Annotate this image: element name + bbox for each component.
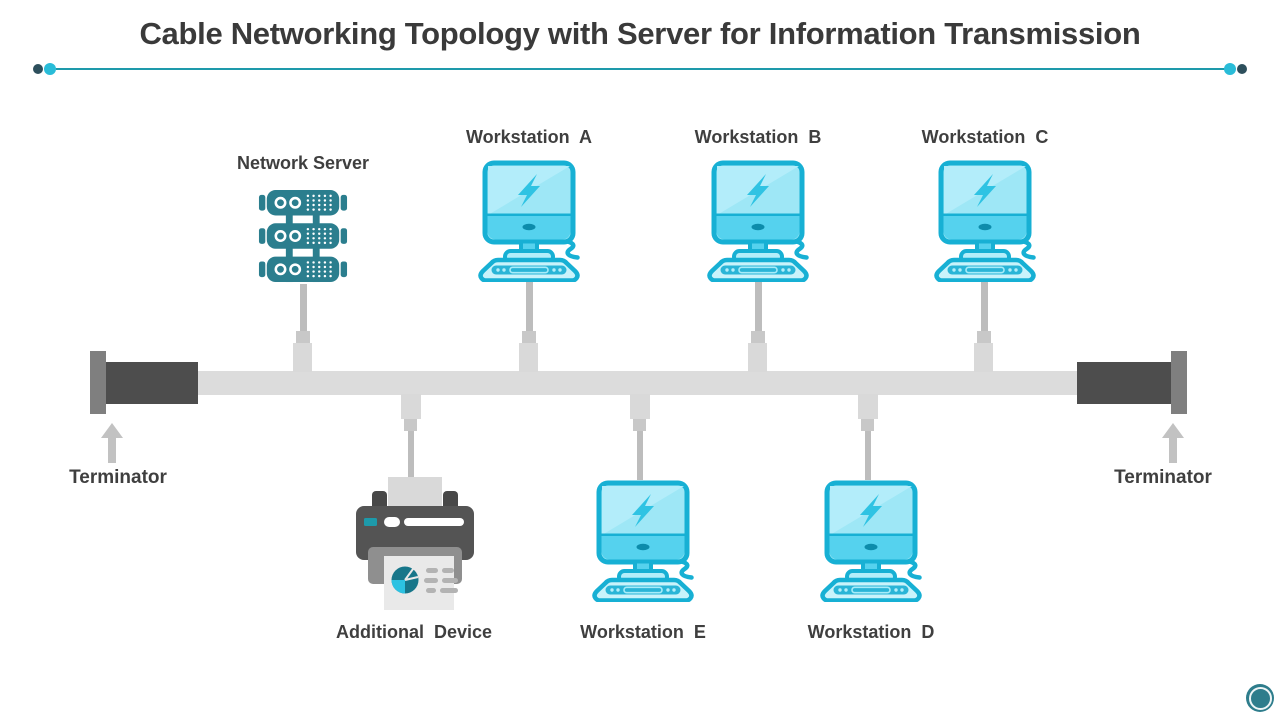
arrow-up-icon-right <box>1162 423 1184 438</box>
cable <box>300 284 307 332</box>
terminator-left-connector <box>101 362 198 404</box>
cable-connector <box>404 419 417 431</box>
cable-stub <box>630 394 650 419</box>
cable <box>755 280 762 332</box>
cable-connector <box>977 331 991 343</box>
divider-line <box>56 68 1228 70</box>
terminator-right-label: Terminator <box>1114 467 1212 488</box>
corner-badge-ring <box>1248 686 1272 710</box>
corner-badge <box>1246 684 1274 712</box>
cable-connector <box>522 331 536 343</box>
arrow-stem-left <box>108 437 116 463</box>
node-label: Additional Device <box>335 622 493 642</box>
cable-connector <box>861 419 874 431</box>
node-label: Workstation A <box>465 127 593 147</box>
divider-dot-cyan-right <box>1224 63 1236 75</box>
server-icon <box>258 190 348 283</box>
printer-icon <box>356 477 474 610</box>
cable-stub <box>858 394 878 419</box>
cable-connector <box>296 331 310 343</box>
cable-plug <box>748 343 767 372</box>
divider-dot-cyan-left <box>44 63 56 75</box>
node-label: Network Server <box>236 153 370 173</box>
terminator-left-cap <box>90 351 106 414</box>
cable-plug <box>974 343 993 372</box>
cable <box>526 280 533 332</box>
arrow-up-icon-left <box>101 423 123 438</box>
terminator-left-label: Terminator <box>69 467 167 488</box>
cable-plug <box>293 343 312 372</box>
cable <box>408 431 414 478</box>
cable <box>865 431 871 480</box>
cable-stub <box>401 394 421 419</box>
divider-dot-dark-right <box>1237 64 1247 74</box>
workstation-icon <box>590 480 696 602</box>
workstation-icon <box>818 480 924 602</box>
cable <box>637 431 643 480</box>
workstation-icon <box>476 160 582 282</box>
cable-connector <box>633 419 646 431</box>
arrow-stem-right <box>1169 437 1177 463</box>
terminator-right-connector <box>1077 362 1174 404</box>
page-title: Cable Networking Topology with Server fo… <box>139 16 1141 51</box>
node-label: Workstation D <box>807 622 935 642</box>
workstation-icon <box>705 160 811 282</box>
workstation-icon <box>932 160 1038 282</box>
node-label: Workstation C <box>921 127 1049 147</box>
bus-cable <box>130 371 1150 395</box>
node-label: Workstation B <box>694 127 822 147</box>
cable-plug <box>519 343 538 372</box>
cable <box>981 280 988 332</box>
node-label: Workstation E <box>580 622 706 642</box>
cable-connector <box>751 331 765 343</box>
terminator-right-cap <box>1171 351 1187 414</box>
divider-dot-dark-left <box>33 64 43 74</box>
